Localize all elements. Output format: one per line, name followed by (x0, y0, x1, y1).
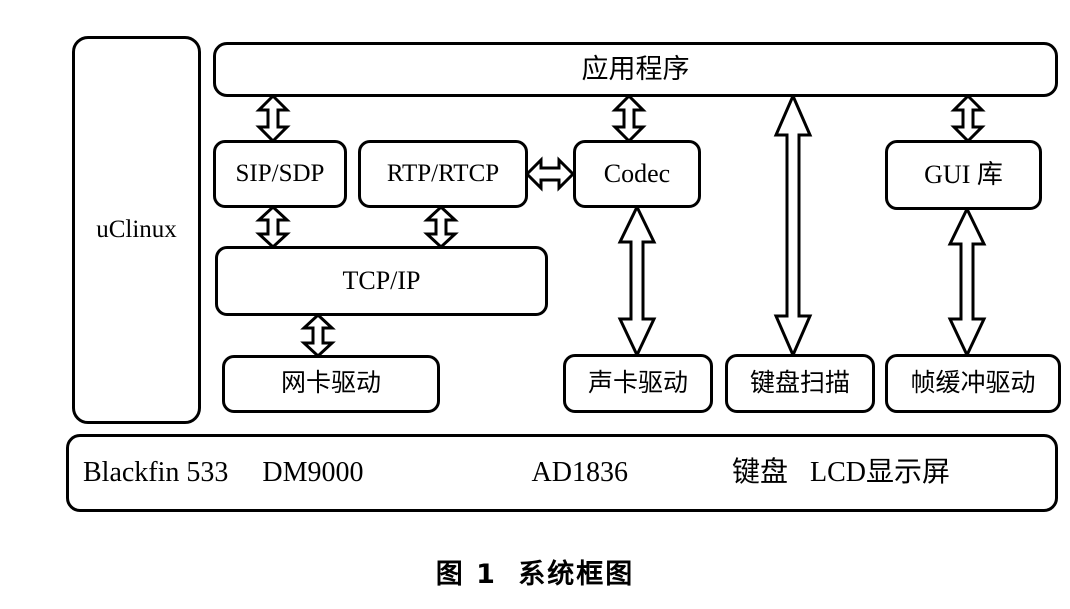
arrow-application-to-codec (611, 93, 647, 144)
node-rtp-rtcp-label: RTP/RTCP (386, 160, 500, 188)
arrow-tcp-ip-to-network-card-driver (300, 312, 336, 359)
hardware-item-lcd-display: LCD显示屏 (810, 456, 951, 488)
node-gui-library-label: GUI 库 (924, 159, 1003, 189)
node-framebuffer-driver: 帧缓冲驱动 (885, 354, 1061, 413)
node-framebuffer-driver-label: 帧缓冲驱动 (910, 369, 1036, 397)
node-rtp-rtcp: RTP/RTCP (358, 140, 528, 208)
hardware-item-keyboard: 键盘 (732, 456, 789, 488)
arrow-rtp-rtcp-to-tcp-ip (423, 204, 459, 250)
node-uclinux: uClinux (72, 36, 201, 424)
node-network-card-driver-label: 网卡驱动 (280, 370, 381, 398)
hardware-item-dm9000: DM9000 (262, 456, 364, 488)
node-keyboard-scan-label: 键盘扫描 (749, 369, 850, 397)
hardware-item-ad1836: AD1836 (531, 456, 628, 488)
node-network-card-driver: 网卡驱动 (222, 355, 440, 413)
arrow-rtp-rtcp-to-codec (524, 152, 576, 196)
node-application: 应用程序 (213, 42, 1058, 97)
hardware-item-blackfin: Blackfin 533 (83, 456, 229, 488)
node-gui-library: GUI 库 (885, 140, 1042, 210)
node-sound-card-driver: 声卡驱动 (563, 354, 713, 413)
node-codec: Codec (573, 140, 701, 208)
node-sip-sdp-label: SIP/SDP (235, 160, 325, 188)
node-keyboard-scan: 键盘扫描 (725, 354, 875, 413)
node-codec-label: Codec (603, 158, 671, 188)
node-tcp-ip-label: TCP/IP (342, 265, 421, 295)
arrow-application-to-keyboard-scan (773, 92, 813, 359)
arrow-gui-library-to-framebuffer-driver (947, 205, 987, 359)
node-application-label: 应用程序 (581, 53, 690, 84)
arrow-application-to-sip-sdp (255, 93, 291, 144)
node-sound-card-driver-label: 声卡驱动 (587, 369, 688, 397)
node-tcp-ip: TCP/IP (215, 246, 548, 316)
node-uclinux-label: uClinux (96, 216, 177, 244)
figure-caption: 图 1 系统框图 (0, 552, 1070, 591)
arrow-codec-to-sound-card-driver (617, 203, 657, 359)
node-hardware-layer: Blackfin 533 DM9000 AD1836 键盘 LCD显示屏 (66, 434, 1058, 512)
node-sip-sdp: SIP/SDP (213, 140, 347, 208)
arrow-sip-sdp-to-tcp-ip (255, 204, 291, 250)
figure-caption-number: 图 1 (435, 559, 497, 590)
hardware-item-list: Blackfin 533 DM9000 AD1836 键盘 LCD显示屏 (69, 456, 1055, 489)
figure-caption-title: 系统框图 (518, 559, 635, 590)
arrow-application-to-gui-library (950, 93, 986, 144)
